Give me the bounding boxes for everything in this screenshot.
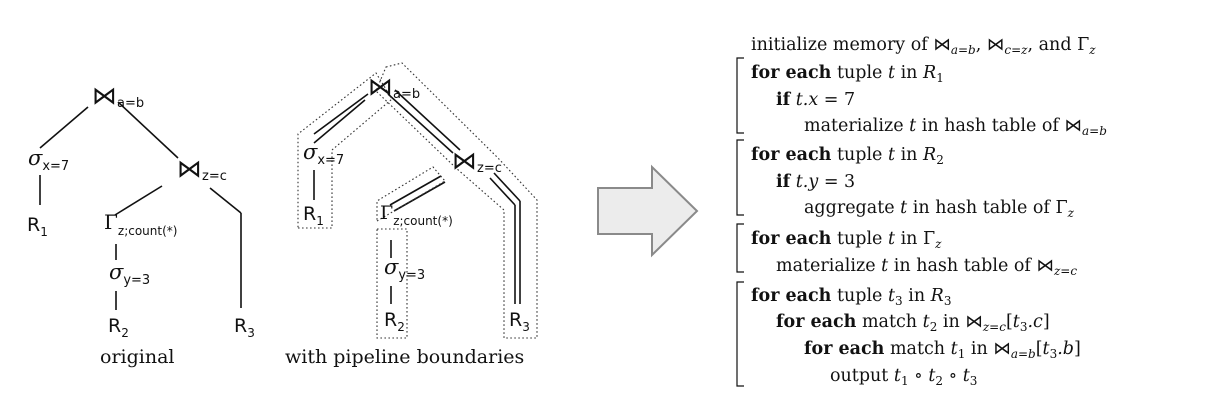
select-x-node: σx=7 bbox=[303, 140, 344, 168]
code-p2-line2: if t.y = 3 bbox=[776, 172, 855, 192]
pipeline-3-boundary bbox=[376, 228, 408, 339]
join-z-c-node: ⋈z=c bbox=[452, 146, 502, 176]
code-p2-line1: for each tuple t in R2 bbox=[751, 145, 944, 167]
relation-r1: R1 bbox=[303, 203, 324, 228]
caption-pipeline-boundaries: with pipeline boundaries bbox=[285, 346, 524, 368]
join-a-b-node: ⋈a=b bbox=[368, 72, 420, 102]
group-node: Γz;count(*) bbox=[380, 202, 453, 228]
relation-r1: R1 bbox=[27, 214, 48, 239]
join-z-c-node: ⋈z=c bbox=[177, 154, 227, 184]
pipeline-boundaries bbox=[297, 62, 538, 339]
pseudocode: initialize memory of ⋈a=b, ⋈c=z, and Γz … bbox=[736, 35, 1107, 388]
code-p3-line2: materialize t in hash table of ⋈z=c bbox=[776, 256, 1077, 278]
relation-r3: R3 bbox=[509, 309, 530, 334]
caption-original: original bbox=[100, 346, 174, 368]
code-p3-line1: for each tuple t in Γz bbox=[751, 229, 942, 251]
original-plan-tree: ⋈a=b σx=7 R1 ⋈z=c Γz;count(*) σy=3 R2 R3 bbox=[27, 81, 255, 340]
original-edges bbox=[39, 101, 242, 310]
code-init-line: initialize memory of ⋈a=b, ⋈c=z, and Γz bbox=[751, 35, 1096, 57]
pipeline-1-bracket bbox=[736, 57, 744, 134]
code-p1-line3: materialize t in hash table of ⋈a=b bbox=[804, 116, 1107, 138]
code-p4-line1: for each tuple t3 in R3 bbox=[751, 286, 951, 308]
code-p1-line1: for each tuple t in R1 bbox=[751, 63, 944, 85]
pipeline-3-bracket bbox=[736, 223, 744, 273]
pipeline-1-boundary bbox=[297, 72, 393, 229]
pipelined-plan-tree: ⋈a=b σx=7 R1 ⋈z=c Γz;count(*) σy=3 R2 R3 bbox=[297, 62, 538, 339]
join-a-b-node: ⋈a=b bbox=[92, 81, 144, 111]
relation-r2: R2 bbox=[108, 315, 129, 340]
select-y-node: σy=3 bbox=[109, 260, 150, 288]
code-p2-line3: aggregate t in hash table of Γz bbox=[804, 198, 1075, 220]
pipelined-edges bbox=[313, 89, 521, 304]
pipeline-4-bracket bbox=[736, 281, 744, 387]
relation-r2: R2 bbox=[384, 309, 405, 334]
code-p1-line2: if t.x = 7 bbox=[776, 90, 855, 110]
pipeline-4-boundary bbox=[375, 62, 538, 339]
code-p4-line2: for each match t2 in ⋈z=c[t3.c] bbox=[776, 312, 1050, 334]
select-y-node: σy=3 bbox=[384, 255, 425, 283]
right-arrow-icon bbox=[597, 164, 699, 258]
select-x-node: σx=7 bbox=[28, 146, 69, 174]
relation-r3: R3 bbox=[234, 315, 255, 340]
group-node: Γz;count(*) bbox=[104, 210, 177, 238]
pipeline-2-boundary bbox=[376, 166, 446, 222]
code-p4-line3: for each match t1 in ⋈a=b[t3.b] bbox=[804, 339, 1081, 361]
pipeline-2-bracket bbox=[736, 139, 744, 216]
code-p4-line4: output t1 ∘ t2 ∘ t3 bbox=[830, 366, 977, 388]
